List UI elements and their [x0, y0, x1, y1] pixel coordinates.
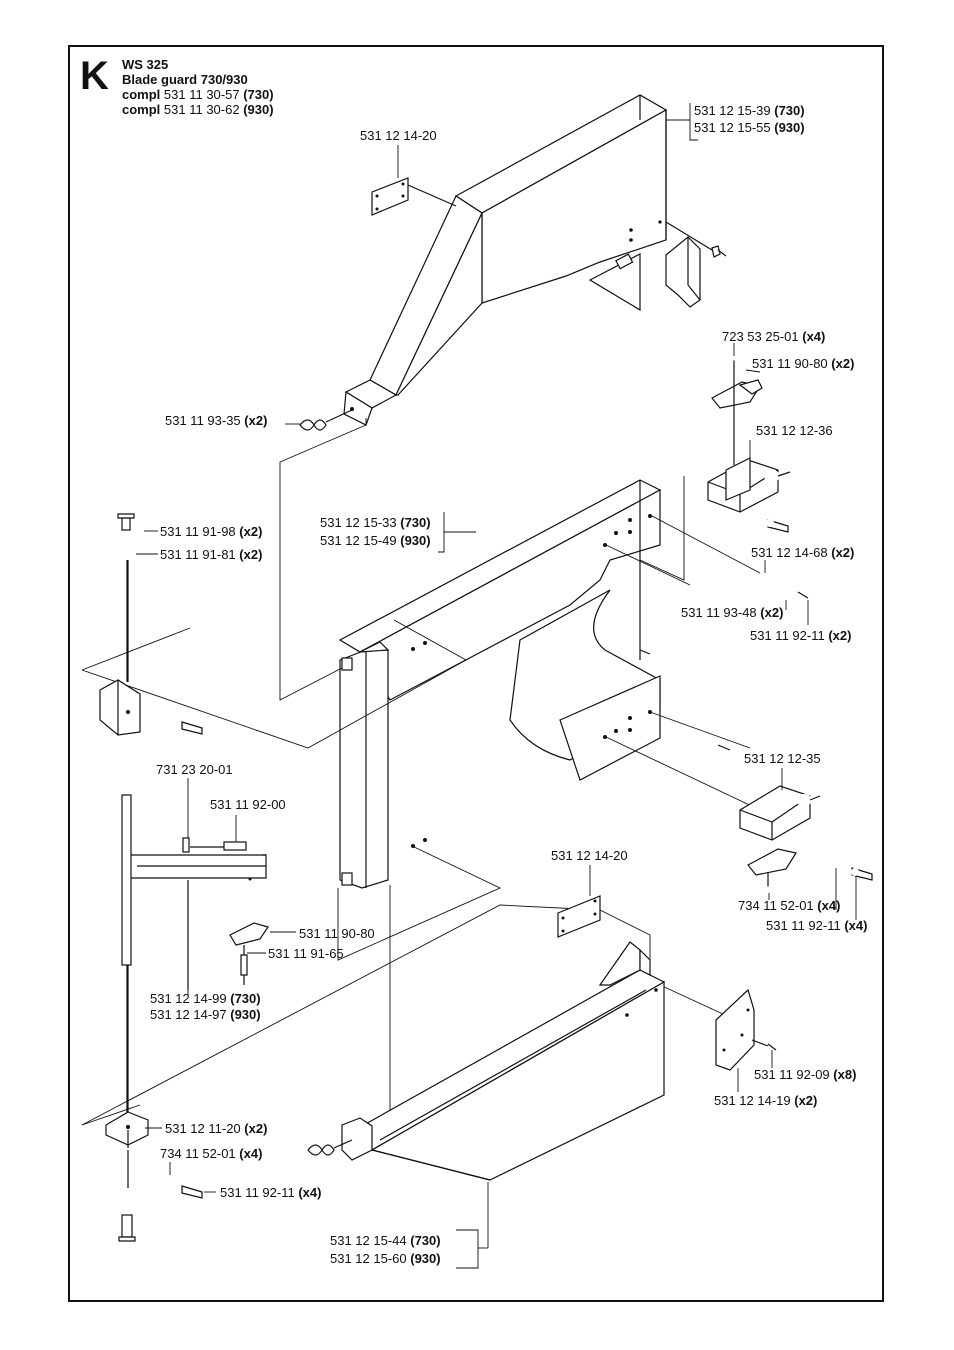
- label-l28: 734 11 52-01 (x4): [160, 1146, 263, 1161]
- label-l29: 531 11 92-11 (x4): [220, 1185, 322, 1200]
- projection-lines: [81, 418, 761, 1130]
- lower-right-bracket: [715, 988, 777, 1071]
- label-l31: 531 12 15-60 (930): [330, 1251, 441, 1266]
- label-l08: 531 11 91-98 (x2): [160, 524, 263, 539]
- rod-latch: [187, 880, 269, 990]
- upper-wing-nut: [299, 409, 353, 431]
- label-l01: 531 12 15-39 (730): [694, 103, 805, 118]
- label-l02: 531 12 15-55 (930): [694, 120, 805, 135]
- label-l13: 531 11 93-48 (x2): [681, 605, 784, 620]
- label-l04: 723 53 25-01 (x4): [722, 329, 826, 344]
- label-l10: 531 12 15-33 (730): [320, 515, 431, 530]
- upper-spacer-plate: [371, 177, 409, 216]
- label-l20: 531 11 92-11 (x4): [766, 918, 868, 933]
- left-rod-assembly: [99, 513, 267, 1242]
- label-l26: 531 12 14-19 (x2): [714, 1093, 818, 1108]
- diagram-frame: [68, 45, 884, 1302]
- lower-latch: [739, 785, 873, 892]
- label-l23: 531 12 14-99 (730): [150, 991, 261, 1006]
- upper-guard-arm: [343, 94, 668, 426]
- label-l14: 531 11 92-11 (x2): [750, 628, 852, 643]
- label-l30: 531 12 15-44 (730): [330, 1233, 441, 1248]
- label-l03: 531 12 14-20: [360, 128, 437, 143]
- label-l24: 531 12 14-97 (930): [150, 1007, 261, 1022]
- label-l05: 531 11 90-80 (x2): [752, 356, 855, 371]
- label-l27: 531 12 11-20 (x2): [165, 1121, 268, 1136]
- label-l22: 531 11 91-65: [268, 946, 344, 961]
- label-l15: 531 12 12-35: [744, 751, 821, 766]
- label-l09: 531 11 91-81 (x2): [160, 547, 263, 562]
- label-l12: 531 12 14-68 (x2): [751, 545, 855, 560]
- label-l18: 531 12 14-20: [551, 848, 628, 863]
- middle-guard-body: [338, 479, 662, 889]
- label-l17: 531 11 92-00: [210, 797, 286, 812]
- callout-leaders: [136, 103, 857, 1269]
- label-l06: 531 11 93-35 (x2): [165, 413, 268, 428]
- assembly-name: Blade guard 730/930: [122, 72, 248, 87]
- complete-730-line: compl 531 11 30-57 (730): [122, 87, 274, 102]
- model-name: WS 325: [122, 57, 169, 72]
- upper-latch: [707, 355, 791, 533]
- lower-guard-tray: [307, 941, 666, 1181]
- complete-930-line: compl 531 11 30-62 (930): [122, 102, 274, 117]
- label-l16: 731 23 20-01: [156, 762, 233, 777]
- title-block: WS 325 Blade guard 730/930 compl 531 11 …: [122, 57, 274, 117]
- label-l19: 734 11 52-01 (x4): [738, 898, 841, 913]
- label-l11: 531 12 15-49 (930): [320, 533, 431, 548]
- upper-right-bracket: [665, 221, 727, 308]
- label-l21: 531 11 90-80: [299, 926, 375, 941]
- label-l25: 531 11 92-09 (x8): [754, 1067, 857, 1082]
- lower-spacer-plate: [557, 895, 601, 938]
- middle-right-fasteners: [677, 571, 809, 751]
- section-letter: K: [80, 54, 109, 98]
- label-l07: 531 12 12-36: [756, 423, 833, 438]
